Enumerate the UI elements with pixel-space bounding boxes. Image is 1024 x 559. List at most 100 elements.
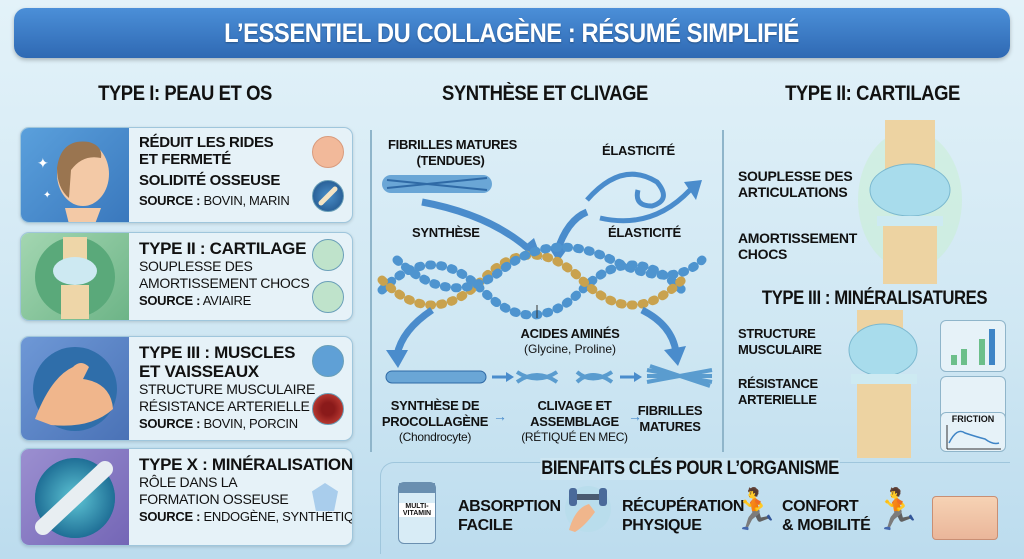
label-line: & MOBILITÉ xyxy=(782,517,871,534)
card-3-text: TYPE III : MUSCLES ET VAISSEAUX STRUCTUR… xyxy=(139,343,315,432)
card-2-text: TYPE II : CARTILAGE SOUPLESSE DES AMORTI… xyxy=(139,239,310,309)
label-line: PROCOLLAGÈNE xyxy=(381,414,489,429)
label-line: RÉSISTANCE xyxy=(738,376,818,391)
vitamin-label: MULTI- xyxy=(405,503,429,510)
label-line: ASSEMBLAGE xyxy=(530,414,619,429)
vitamin-label: VITAMIN xyxy=(402,510,432,517)
joint-icon xyxy=(312,239,344,271)
arrow-icon: → xyxy=(628,408,642,424)
benefit-confort: CONFORT & MOBILITÉ xyxy=(782,497,871,535)
card-line: AMORTISSEMENT CHOCS xyxy=(139,275,310,291)
source-label: SOURCE : xyxy=(139,193,201,208)
left-heading: TYPE I: PEAU ET OS xyxy=(98,82,272,105)
synthesis-diagram xyxy=(377,171,713,388)
svg-text:✦: ✦ xyxy=(43,190,51,201)
procollagen-icon xyxy=(385,370,487,384)
label-line: STRUCTURE xyxy=(738,326,816,341)
card-type-1: ✦✦ RÉDUIT LES RIDES ET FERMETÉ SOLIDITÉ … xyxy=(20,127,353,223)
label-line: (TENDUES) xyxy=(416,153,485,168)
benefit-bone: SOLIDITÉ OSSEUSE xyxy=(139,172,281,189)
label-line: SOUPLESSE DES xyxy=(738,168,853,184)
source-value: BOVIN, PORCIN xyxy=(203,416,298,431)
amino-acids-label: ACIDES AMINÉS xyxy=(520,326,620,341)
skin-layer-icon xyxy=(932,496,998,540)
arrow-icon xyxy=(393,307,434,356)
right-heading-2: TYPE III : MINÉRALISATURES xyxy=(761,288,988,309)
card-line: FORMATION OSSEUSE xyxy=(139,491,289,507)
artery-icon xyxy=(312,393,344,425)
source-label: SOURCE : xyxy=(139,509,201,524)
bone-mineral-icon xyxy=(21,449,129,545)
source-value: ENDOGÈNE, SYNTHÉTIQUE xyxy=(203,509,353,524)
source-value: AVIAIRE xyxy=(202,293,252,308)
label-line: CONFORT xyxy=(782,498,859,515)
divider xyxy=(722,130,724,452)
label-line: CHOCS xyxy=(738,246,788,262)
crystal-icon xyxy=(312,483,338,511)
label-line: AMORTISSEMENT xyxy=(738,230,857,246)
label-line: ABSORPTION xyxy=(458,498,561,515)
source-value: BOVIN, MARIN xyxy=(203,193,290,208)
card-title: TYPE X : MINÉRALISATION xyxy=(139,455,353,474)
label-line: MUSCULAIRE xyxy=(738,342,822,357)
card-type-2: TYPE II : CARTILAGE SOUPLESSE DES AMORTI… xyxy=(20,232,353,321)
divider xyxy=(370,130,372,452)
card-type-3: TYPE III : MUSCLES ET VAISSEAUX STRUCTUR… xyxy=(20,336,353,441)
knee-icon xyxy=(21,233,129,320)
benefit-wrinkles: RÉDUIT LES RIDES xyxy=(139,134,274,151)
card-title: ET VAISSEAUX xyxy=(139,362,259,381)
card-type-x: TYPE X : MINÉRALISATION RÔLE DANS LA FOR… xyxy=(20,448,353,546)
label-sub: (RÉTIQUÉ EN MEC) xyxy=(521,430,628,444)
arrow-icon xyxy=(421,198,535,255)
label-line: ARTICULATIONS xyxy=(738,184,848,200)
bone-icon xyxy=(312,180,344,212)
cleavage-icon xyxy=(515,370,614,384)
elasticite-top-label: ÉLASTICITÉ xyxy=(602,143,675,158)
label-line: SYNTHÈSE DE xyxy=(390,398,480,413)
card-4-text: TYPE X : MINÉRALISATION RÔLE DANS LA FOR… xyxy=(139,455,353,525)
card-line: SOUPLESSE DES xyxy=(139,258,253,274)
arrow-icon xyxy=(640,306,680,353)
card-title: TYPE III : MUSCLES xyxy=(139,343,296,362)
strength-chart-icon xyxy=(940,320,1006,372)
svg-text:✦: ✦ xyxy=(37,155,49,171)
page-title: L’ESSENTIEL DU COLLAGÈNE : RÉSUMÉ SIMPLI… xyxy=(224,17,800,48)
knee-cartilage-icon xyxy=(858,120,962,284)
source-label: SOURCE : xyxy=(139,416,201,431)
label-line: FIBRILLES MATURES xyxy=(388,137,517,152)
muscle-icon xyxy=(21,337,129,440)
vitamin-bottle-icon: MULTI-VITAMIN xyxy=(398,482,436,544)
elasticite-label: ÉLASTICITÉ xyxy=(608,225,681,240)
flex-icon xyxy=(312,345,344,377)
label-line: FIBRILLES xyxy=(637,403,703,418)
card-line: RÔLE DANS LA xyxy=(139,474,238,490)
label-line: RÉCUPÉRATION xyxy=(622,498,745,515)
dumbbell-icon xyxy=(565,486,611,532)
amino-acids-sub: (Glycine, Proline) xyxy=(523,342,617,356)
label-line: ARTERIELLE xyxy=(738,392,817,407)
benefit-firmness: ET FERMETÉ xyxy=(139,151,232,168)
label-sub: (Chondrocyte) xyxy=(398,430,472,444)
synthese-label: SYNTHÈSE xyxy=(412,225,480,240)
card-1-text: RÉDUIT LES RIDES ET FERMETÉ SOLIDITÉ OSS… xyxy=(139,134,308,209)
friction-label: FRICTION xyxy=(951,414,995,424)
spiral-icon xyxy=(585,171,666,209)
card-line: RÉSISTANCE ARTERIELLE xyxy=(139,398,310,414)
title-banner: L’ESSENTIEL DU COLLAGÈNE : RÉSUMÉ SIMPLI… xyxy=(14,8,1010,58)
label-line: MATURES xyxy=(639,419,701,434)
arrow-icon: → xyxy=(493,408,507,424)
middle-heading: SYNTHÈSE ET CLIVAGE xyxy=(442,82,648,105)
knee-mineral-icon xyxy=(848,310,918,458)
mature-fibril-icon xyxy=(646,364,713,388)
face-icon: ✦✦ xyxy=(21,128,129,222)
runner-icon: 🏃 xyxy=(730,488,780,532)
benefits-heading: BIENFAITS CLÉS POUR L’ORGANISME xyxy=(540,458,840,480)
